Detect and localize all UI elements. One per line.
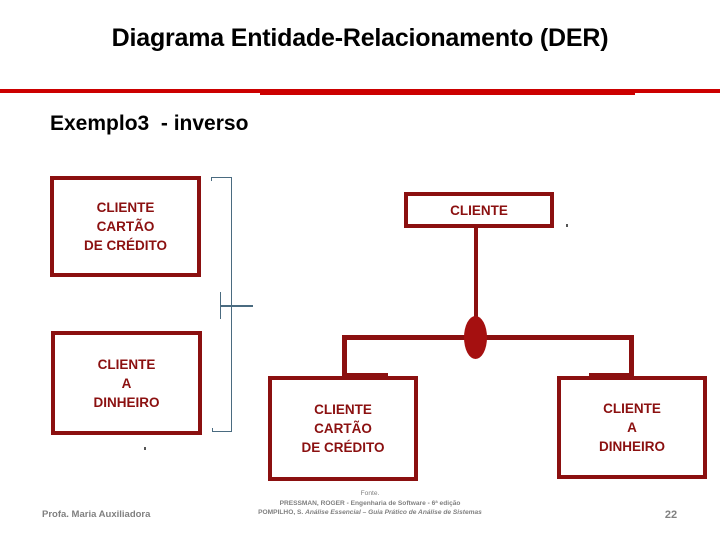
group-brace-bottom-cap xyxy=(212,428,213,432)
footer-source-label: Fonte. xyxy=(360,490,380,497)
entity-box-cliente[interactable]: CLIENTE xyxy=(404,192,554,228)
group-brace-mid-notch xyxy=(220,292,221,319)
entity-box-cliente-a-dinheiro-right[interactable]: CLIENTE A DINHEIRO xyxy=(557,376,707,479)
group-brace-bottom-arm xyxy=(212,431,232,432)
connector-drop-left xyxy=(342,335,347,378)
footer-source: Fonte. PRESSMAN, ROGER - Engenharia de S… xyxy=(190,489,550,518)
entity-box-cliente-a-dinheiro-left[interactable]: CLIENTE A DINHEIRO xyxy=(51,331,202,435)
relationship-ellipse-icon xyxy=(464,316,487,359)
group-brace-top-cap xyxy=(211,177,212,181)
artifact-dot xyxy=(144,447,146,450)
subtitle: Exemplo3 - inverso xyxy=(50,112,249,135)
connector-stub-bottom-center xyxy=(342,373,388,378)
group-brace-top-arm xyxy=(211,177,232,178)
footer-source-reference-2-title: Análise Essencial – Guia Prático de Anál… xyxy=(305,509,482,517)
footer-author: Profa. Maria Auxiliadora xyxy=(42,509,151,520)
page-number: 22 xyxy=(664,509,678,521)
entity-box-cliente-cartao-de-credito-top[interactable]: CLIENTE CARTÃO DE CRÉDITO xyxy=(50,176,201,277)
connector-drop-right xyxy=(629,335,634,378)
group-brace-mid-arm xyxy=(221,305,253,307)
footer-source-reference-2: POMPILHO, S. Análise Essencial – Guia Pr… xyxy=(190,508,550,518)
entity-box-cliente-cartao-de-credito-bottom[interactable]: CLIENTE CARTÃO DE CRÉDITO xyxy=(268,376,418,481)
footer-source-reference-2-prefix: POMPILHO, S. xyxy=(258,509,306,517)
footer-source-reference-1: PRESSMAN, ROGER - Engenharia de Software… xyxy=(279,499,461,507)
connector-cliente-to-relationship xyxy=(474,228,478,340)
title-divider-secondary xyxy=(260,91,635,95)
connector-stub-bottom-right xyxy=(589,373,634,378)
connector-horizontal-bus xyxy=(342,335,634,340)
group-brace-vertical xyxy=(231,177,232,432)
artifact-dot xyxy=(566,224,568,227)
page-title: Diagrama Entidade-Relacionamento (DER) xyxy=(111,24,609,52)
